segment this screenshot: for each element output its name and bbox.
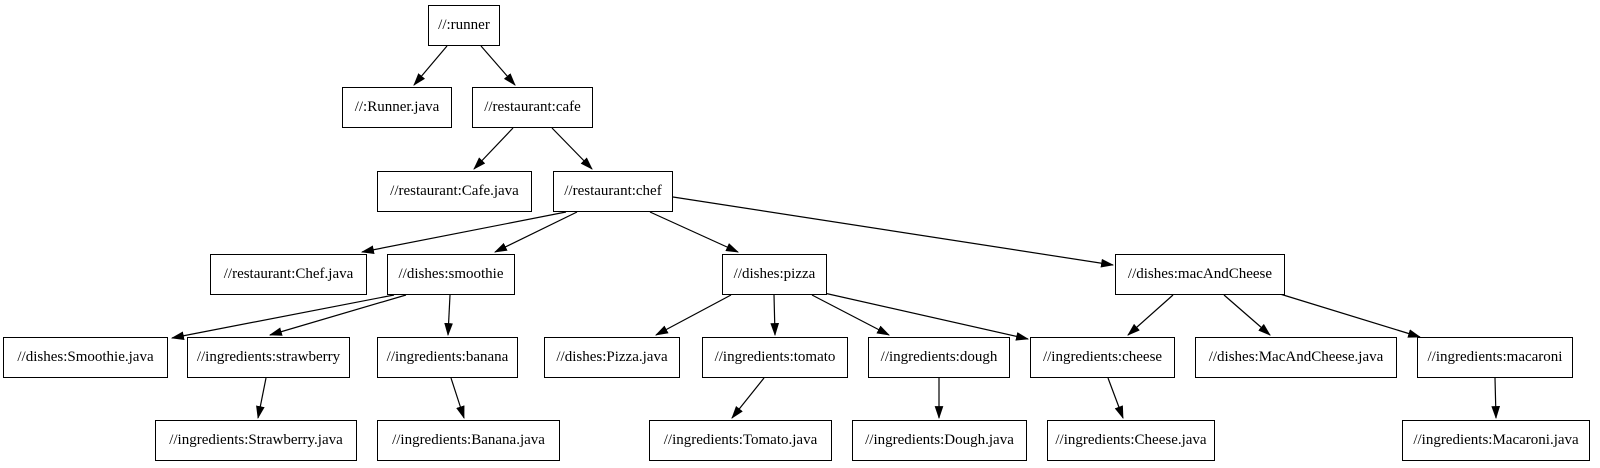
edge-chef-to-pizza [649, 211, 739, 253]
node-strawberry: //ingredients:strawberry [187, 337, 350, 378]
node-smoothie: //dishes:smoothie [387, 254, 515, 295]
node-cafe: //restaurant:cafe [472, 87, 593, 128]
node-pizza-java: //dishes:Pizza.java [544, 337, 680, 378]
node-strawberry-java: //ingredients:Strawberry.java [155, 420, 357, 461]
edge-pizza-to-cheese [823, 292, 1030, 341]
edge-smoothie-to-strawberry [268, 294, 407, 336]
edge-pizza-to-dough [811, 294, 890, 336]
node-runner-java: //:Runner.java [342, 87, 452, 128]
edge-chef-to-chef-java [360, 211, 567, 254]
node-chef-java: //restaurant:Chef.java [210, 254, 367, 295]
edge-strawberry-to-strawberry-java [256, 377, 267, 420]
edge-cafe-to-chef [551, 127, 593, 170]
node-cafe-java: //restaurant:Cafe.java [377, 171, 532, 212]
edge-smoothie-to-smoothie-java [170, 294, 395, 340]
edge-chef-to-smoothie [494, 211, 578, 253]
node-mac-and-cheese: //dishes:macAndCheese [1115, 254, 1285, 295]
node-dough-java: //ingredients:Dough.java [852, 420, 1027, 461]
node-macaroni: //ingredients:macaroni [1417, 337, 1573, 378]
edge-cheese-to-cheese-java [1107, 377, 1124, 420]
edge-chef-to-mac-and-cheese [672, 196, 1115, 268]
edge-smoothie-to-banana [444, 294, 453, 337]
edge-mac-and-cheese-to-macaroni [1279, 293, 1422, 338]
node-smoothie-java: //dishes:Smoothie.java [3, 337, 168, 378]
edge-tomato-to-tomato-java [731, 377, 765, 419]
edge-banana-to-banana-java [450, 377, 465, 420]
node-mac-and-cheese-java: //dishes:MacAndCheese.java [1195, 337, 1397, 378]
node-dough: //ingredients:dough [868, 337, 1010, 378]
edge-mac-and-cheese-to-cheese [1127, 294, 1174, 336]
node-banana-java: //ingredients:Banana.java [377, 420, 560, 461]
edge-runner-to-runner-java [413, 45, 448, 86]
edge-pizza-to-pizza-java [655, 294, 732, 336]
edge-mac-and-cheese-to-mac-and-cheese-java [1223, 294, 1271, 336]
node-macaroni-java: //ingredients:Macaroni.java [1402, 420, 1590, 461]
node-runner: //:runner [428, 5, 500, 46]
node-tomato: //ingredients:tomato [702, 337, 848, 378]
edge-runner-to-cafe [480, 45, 516, 86]
node-banana: //ingredients:banana [377, 337, 518, 378]
node-cheese: //ingredients:cheese [1030, 337, 1175, 378]
node-cheese-java: //ingredients:Cheese.java [1047, 420, 1215, 461]
node-tomato-java: //ingredients:Tomato.java [649, 420, 832, 461]
node-pizza: //dishes:pizza [722, 254, 827, 295]
node-chef: //restaurant:chef [553, 171, 673, 212]
edge-cafe-to-cafe-java [473, 127, 514, 170]
edge-macaroni-to-macaroni-java [1491, 377, 1501, 420]
edge-pizza-to-tomato [770, 294, 780, 337]
